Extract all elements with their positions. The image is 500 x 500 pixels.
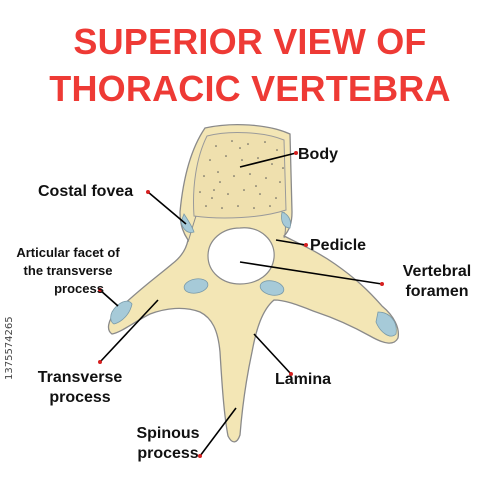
label-vertebral-foramen-line1: Vertebral [402,263,472,280]
label-spinous-process: Spinous process [128,424,208,464]
leader-lamina [253,333,292,375]
transverse-facet-left [110,300,133,325]
label-transverse-process: Transverse process [30,368,130,408]
label-vertebral-foramen: Vertebral foramen [392,262,482,302]
label-spinous-process-line2: process [137,445,199,462]
leader-pedicle [275,239,307,246]
costal-fovea-right [281,211,291,229]
leader-transverse-process [99,299,159,363]
vertebral-foramen [207,227,275,285]
stock-image-id: 1375574265 [4,316,15,380]
label-vertebral-foramen-line2: foramen [405,283,469,300]
superior-articular-facet-right [259,280,285,296]
superior-articular-facet-left [183,278,209,294]
leader-vertebral-foramen [239,261,383,285]
title-line-1: SUPERIOR VIEW OF [73,21,427,62]
leader-dots [98,151,384,458]
label-spinous-process-line1: Spinous [136,425,200,442]
label-articular-facet: Articular facet of the transverse proces… [8,244,128,298]
title-line-2: THORACIC VERTEBRA [49,68,451,109]
leader-lines [99,152,383,457]
label-pedicle: Pedicle [310,237,367,254]
label-articular-facet-line3: process [54,281,104,296]
label-transverse-process-line2: process [49,389,111,406]
transverse-facet-right [375,311,397,337]
leader-costal-fovea [147,191,187,225]
costal-fovea-left [180,213,195,233]
leader-articular-facet [99,289,119,307]
label-transverse-process-line1: Transverse [37,369,123,386]
vertebra-outline [107,123,400,443]
label-articular-facet-line2: the transverse [23,263,113,278]
body-top-surface [193,132,287,219]
leader-spinous-process [199,407,237,457]
leader-body [239,152,297,168]
label-body: Body [298,146,338,163]
label-costal-fovea: Costal fovea [38,183,134,200]
body-dots [199,140,284,209]
label-articular-facet-line1: Articular facet of [16,245,120,260]
label-lamina: Lamina [275,371,332,388]
